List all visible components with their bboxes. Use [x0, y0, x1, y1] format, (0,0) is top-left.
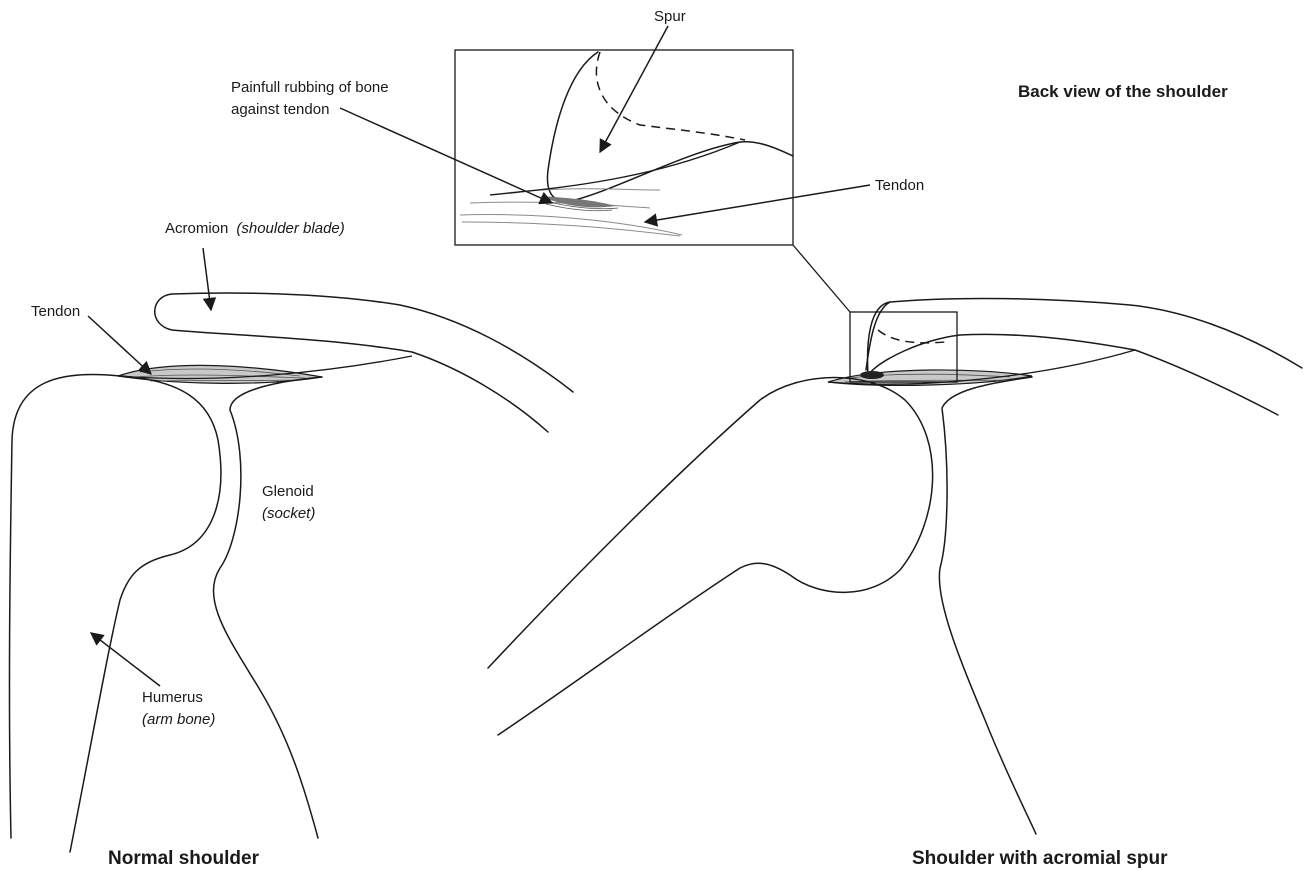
tendon-inset-arrow	[645, 185, 870, 222]
humerus-note: (arm bone)	[142, 711, 215, 728]
spur-arrow	[600, 26, 668, 152]
glenoid-note: (socket)	[262, 505, 315, 522]
spur-shoulder-drawing	[488, 245, 1302, 834]
humerus-spur	[488, 378, 933, 736]
rubbing-label-line1: Painfull rubbing of bone	[231, 79, 389, 96]
tendon-left-label: Tendon	[31, 303, 80, 320]
glenoid-label: Glenoid	[262, 483, 314, 500]
spur-label: Spur	[654, 8, 686, 25]
caption-spur: Shoulder with acromial spur	[912, 848, 1168, 869]
inset-zoom	[340, 26, 870, 245]
view-title: Back view of the shoulder	[1018, 82, 1228, 101]
rubbing-patch	[540, 196, 615, 207]
glenoid-spur	[939, 377, 1036, 834]
acromion-label: Acromion (shoulder blade)	[165, 220, 345, 237]
humerus-label: Humerus	[142, 689, 203, 706]
inset-box	[455, 50, 793, 245]
humerus-arrow	[91, 633, 160, 686]
zoom-connector	[793, 245, 850, 312]
humerus-bone	[9, 374, 220, 852]
glenoid-socket	[214, 377, 322, 838]
acromion-arrow	[203, 248, 211, 310]
acromion-with-spur	[868, 298, 1302, 375]
rubbing-arrow	[340, 108, 552, 203]
tendon-left-arrow	[88, 316, 151, 374]
tendon-inset-label: Tendon	[875, 177, 924, 194]
acromion-bone	[155, 293, 573, 432]
rubbing-label-line2: against tendon	[231, 101, 329, 118]
caption-normal: Normal shoulder	[108, 848, 260, 869]
left-arrows	[88, 248, 211, 686]
normal-shoulder-drawing	[9, 293, 573, 852]
spur-contact	[860, 371, 884, 379]
